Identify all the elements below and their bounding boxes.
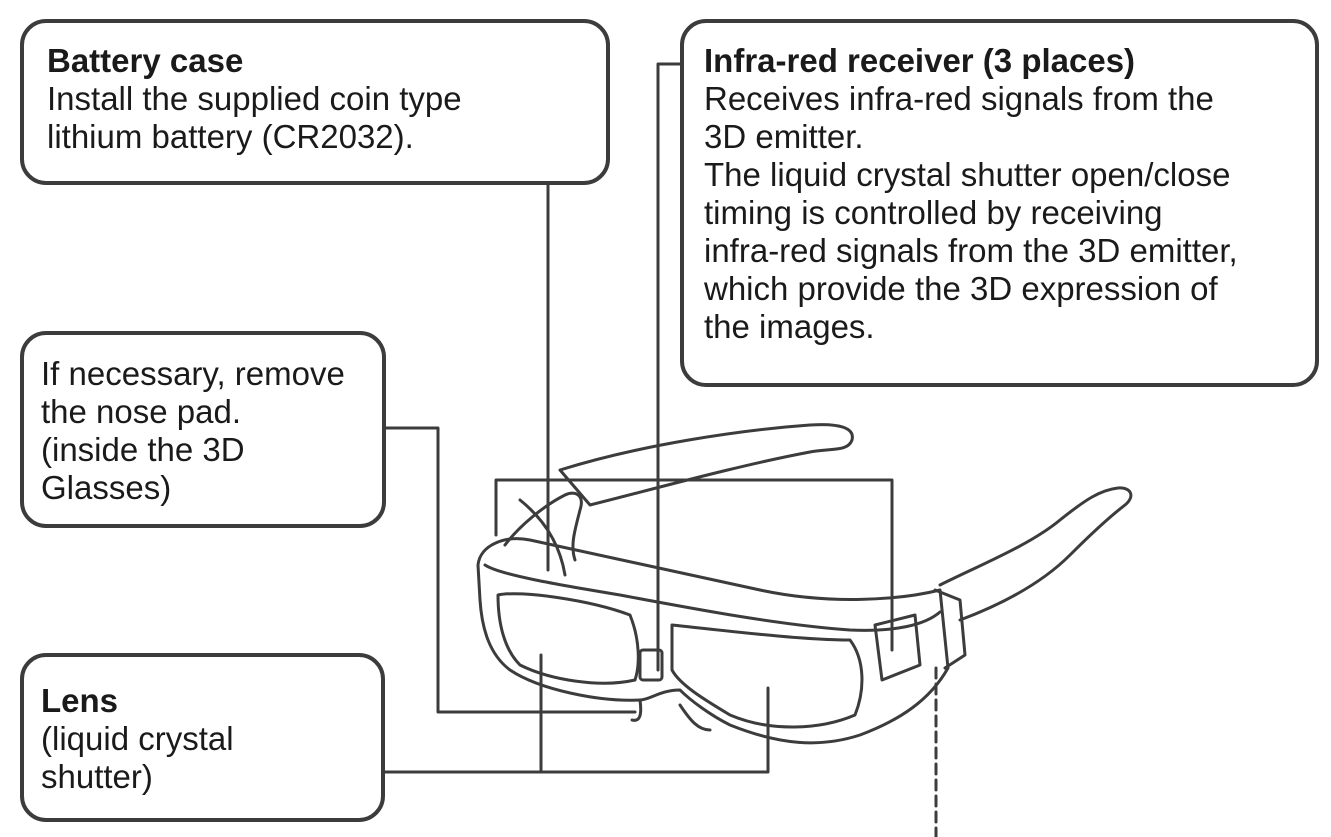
side-receiver <box>873 613 922 682</box>
leader-ir-bridge <box>656 62 682 672</box>
nose-pad-right <box>678 703 712 732</box>
infrared-receiver-title: Infra-red receiver (3 places) <box>704 42 1136 79</box>
far-temple-inner <box>518 498 567 577</box>
nose-pad-left <box>630 698 643 722</box>
callout-infrared-receiver: Infra-red receiver (3 places) Receives i… <box>680 19 1319 387</box>
battery-case-description: Install the supplied coin type lithium b… <box>47 80 462 155</box>
lens-title: Lens <box>41 682 119 719</box>
bridge-receiver <box>638 648 664 682</box>
callout-battery-case: Battery case Install the supplied coin t… <box>20 19 610 185</box>
callout-nose-pad: If necessary, remove the nose pad. (insi… <box>20 331 386 528</box>
far-temple-arm <box>558 423 854 507</box>
nose-pad-description: If necessary, remove the nose pad. (insi… <box>41 355 345 506</box>
near-temple-arm <box>938 486 1133 622</box>
frame-inner-bridge <box>503 491 583 562</box>
lens-description: (liquid crystal shutter) <box>41 720 234 795</box>
leader-ir-box <box>494 478 894 652</box>
leader-lens <box>383 653 770 774</box>
battery-case-title: Battery case <box>47 42 244 79</box>
right-lens-shape <box>670 623 864 729</box>
leader-nose-pad <box>384 426 637 714</box>
leader-lines <box>383 62 938 837</box>
near-temple-hinge <box>933 588 967 670</box>
callout-lens: Lens (liquid crystal shutter) <box>20 653 385 822</box>
infrared-receiver-description: Receives infra-red signals from the 3D e… <box>704 80 1238 345</box>
frame-outer <box>476 537 950 745</box>
left-lens-shape <box>496 592 640 685</box>
glasses-illustration <box>476 423 1133 745</box>
